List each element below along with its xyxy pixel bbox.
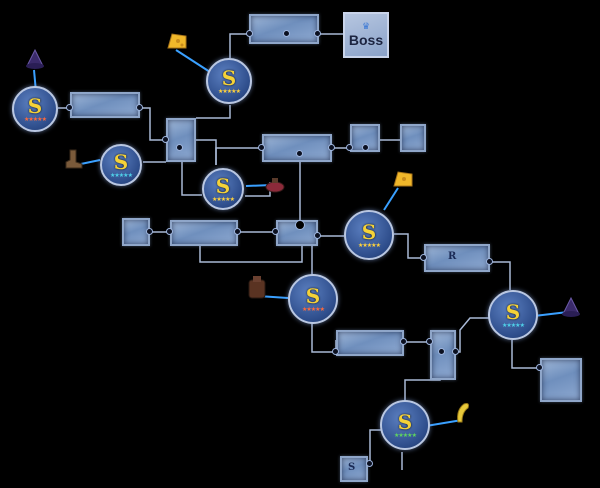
- stage-symbol: S: [221, 65, 237, 90]
- stage-node-8[interactable]: S ★★★★★: [380, 400, 430, 450]
- potion-icon[interactable]: [264, 176, 286, 197]
- bag-icon[interactable]: [246, 274, 268, 303]
- room-junction-b[interactable]: [430, 330, 456, 380]
- stage-stars: ★★★★★: [212, 195, 235, 203]
- stage-node-3[interactable]: S ★★★★★: [100, 144, 142, 186]
- connector-dot: [366, 460, 373, 467]
- stage-stars: ★★★★★: [358, 241, 381, 249]
- connector-dot: [328, 144, 335, 151]
- room-south-corridor[interactable]: [336, 330, 404, 356]
- connector-dot: [258, 144, 265, 151]
- connector-dot: [486, 258, 493, 265]
- connector-dot: [234, 228, 241, 235]
- room-southeast[interactable]: [540, 358, 582, 402]
- stage-symbol: S: [397, 409, 413, 434]
- room-north-corridor[interactable]: [262, 134, 332, 162]
- wizard-hat-icon[interactable]: [24, 48, 46, 73]
- connector-dot: [536, 364, 543, 371]
- connector-dot: [66, 104, 73, 111]
- connector-dot: [136, 104, 143, 111]
- boss-label: Boss: [348, 31, 384, 48]
- room-r[interactable]: R: [424, 244, 490, 272]
- connector-dot: [272, 228, 279, 235]
- horn-icon[interactable]: [452, 400, 474, 429]
- room-top[interactable]: [249, 14, 319, 44]
- room-junction-a[interactable]: [166, 118, 196, 162]
- stage-stars: ★★★★★: [218, 87, 241, 95]
- stage-symbol: S: [113, 149, 129, 174]
- connector-dot: [332, 348, 339, 355]
- cheese-icon[interactable]: [166, 30, 188, 55]
- connector-dot: [296, 150, 303, 157]
- connector-dot: [346, 144, 353, 151]
- room-s-start[interactable]: S: [340, 456, 368, 482]
- connector-dot: [283, 30, 290, 37]
- stage-node-1[interactable]: S ★★★★★: [12, 86, 58, 132]
- room-small-b[interactable]: [400, 124, 426, 152]
- connector-dot: [166, 228, 173, 235]
- boot-icon[interactable]: [62, 148, 84, 173]
- stage-stars: ★★★★★: [302, 305, 325, 313]
- stage-node-7[interactable]: S ★★★★★: [488, 290, 538, 340]
- connector-dot: [452, 348, 459, 355]
- stage-stars: ★★★★★: [502, 321, 525, 329]
- connector-dot: [314, 30, 321, 37]
- stage-symbol: S: [27, 93, 43, 118]
- stage-node-6[interactable]: S ★★★★★: [288, 274, 338, 324]
- stage-symbol: S: [505, 299, 521, 324]
- stage-node-5[interactable]: S ★★★★★: [344, 210, 394, 260]
- connector-dot: [146, 228, 153, 235]
- connector-dot: [420, 254, 427, 261]
- stage-node-2[interactable]: S ★★★★★: [206, 58, 252, 104]
- stage-symbol: S: [215, 173, 231, 198]
- connector-dot: [400, 338, 407, 345]
- stage-stars: ★★★★★: [24, 115, 47, 123]
- connector-dot: [176, 144, 183, 151]
- cheese-icon[interactable]: [392, 168, 414, 193]
- connector-dot: [295, 220, 305, 230]
- boss-room[interactable]: ♛ Boss: [343, 12, 389, 58]
- stage-symbol: S: [305, 283, 321, 308]
- stage-stars: ★★★★★: [394, 431, 417, 439]
- crown-icon: ♛: [361, 21, 371, 32]
- room-west[interactable]: [70, 92, 140, 118]
- connector-dot: [362, 144, 369, 151]
- wizard-hat-icon[interactable]: [560, 296, 582, 321]
- room-r-mark: R: [448, 251, 457, 262]
- connector-dot: [426, 338, 433, 345]
- room-central-west[interactable]: [170, 220, 238, 246]
- connector-dot: [162, 136, 169, 143]
- connector-dot: [246, 30, 253, 37]
- room-s-mark: S: [348, 462, 356, 473]
- stage-symbol: S: [361, 219, 377, 244]
- connector-dot: [314, 232, 321, 239]
- connector-dot: [438, 348, 445, 355]
- stage-node-4[interactable]: S ★★★★★: [202, 168, 244, 210]
- stage-stars: ★★★★★: [110, 171, 133, 179]
